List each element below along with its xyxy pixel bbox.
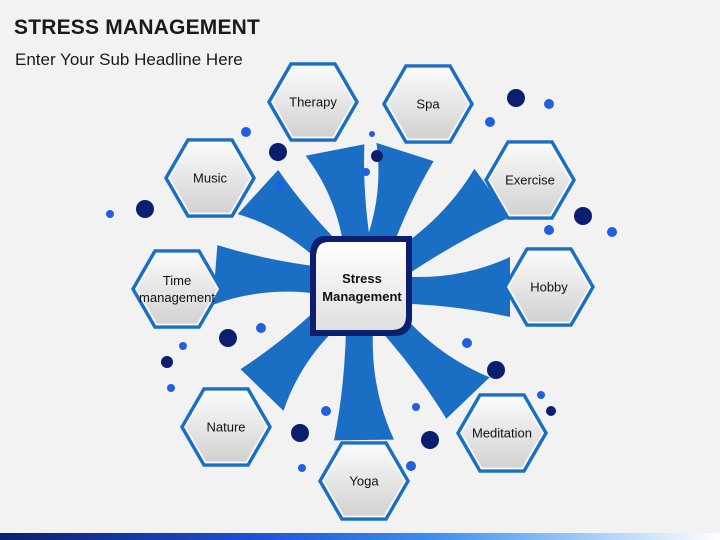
decorative-dot bbox=[269, 143, 287, 161]
decorative-dot bbox=[485, 117, 495, 127]
decorative-dot bbox=[179, 342, 187, 350]
decorative-dot bbox=[574, 207, 592, 225]
node-label-time-management: Time management bbox=[139, 273, 215, 305]
decorative-dot bbox=[487, 361, 505, 379]
decorative-dot bbox=[421, 431, 439, 449]
decorative-dot bbox=[371, 150, 383, 162]
decorative-dot bbox=[544, 225, 554, 235]
hexagon-fill-meditation bbox=[462, 398, 542, 468]
decorative-dot bbox=[136, 200, 154, 218]
decorative-dot bbox=[607, 227, 617, 237]
node-label-hobby: Hobby bbox=[530, 279, 568, 295]
decorative-dot bbox=[507, 89, 525, 107]
decorative-dot bbox=[412, 403, 420, 411]
node-label-yoga: Yoga bbox=[349, 473, 379, 489]
node-label-music: Music bbox=[193, 170, 227, 186]
decorative-dot bbox=[241, 127, 251, 137]
decorative-dot bbox=[369, 131, 375, 137]
decorative-dot bbox=[298, 464, 306, 472]
hexagon-nodes bbox=[131, 62, 595, 521]
decorative-dot bbox=[167, 384, 175, 392]
decorative-dot bbox=[106, 210, 114, 218]
decorative-dot bbox=[256, 323, 266, 333]
decorative-dots bbox=[106, 89, 617, 472]
decorative-dot bbox=[219, 329, 237, 347]
hexagon-fill-time-management bbox=[137, 254, 217, 324]
node-label-nature: Nature bbox=[206, 419, 246, 435]
decorative-dot bbox=[537, 391, 545, 399]
hexagon-fill-hobby bbox=[509, 252, 589, 322]
node-label-therapy: Therapy bbox=[289, 94, 337, 110]
decorative-dot bbox=[291, 424, 309, 442]
center-label: Stress Management bbox=[322, 271, 402, 304]
hexagon-fill-spa bbox=[388, 69, 468, 139]
hexagon-fill-exercise bbox=[490, 145, 570, 215]
node-label-exercise: Exercise bbox=[505, 172, 555, 188]
hexagon-fill-nature bbox=[186, 392, 266, 462]
decorative-dot bbox=[544, 99, 554, 109]
decorative-dot bbox=[161, 356, 173, 368]
decorative-dot bbox=[362, 168, 370, 176]
decorative-dot bbox=[406, 461, 416, 471]
decorative-dot bbox=[275, 181, 285, 191]
center-node bbox=[310, 236, 412, 336]
hexagon-fill-yoga bbox=[324, 446, 404, 516]
decorative-dot bbox=[546, 406, 556, 416]
node-label-spa: Spa bbox=[416, 96, 440, 112]
hexagon-fill-therapy bbox=[273, 67, 353, 137]
page-subtitle: Enter Your Sub Headline Here bbox=[15, 50, 243, 69]
hexagon-fill-music bbox=[170, 143, 250, 213]
decorative-dot bbox=[462, 338, 472, 348]
center-box-inner bbox=[316, 242, 406, 330]
decorative-dot bbox=[321, 406, 331, 416]
node-label-meditation: Meditation bbox=[472, 425, 532, 441]
page-title: STRESS MANAGEMENT bbox=[14, 16, 261, 39]
footer-bar bbox=[0, 533, 720, 540]
